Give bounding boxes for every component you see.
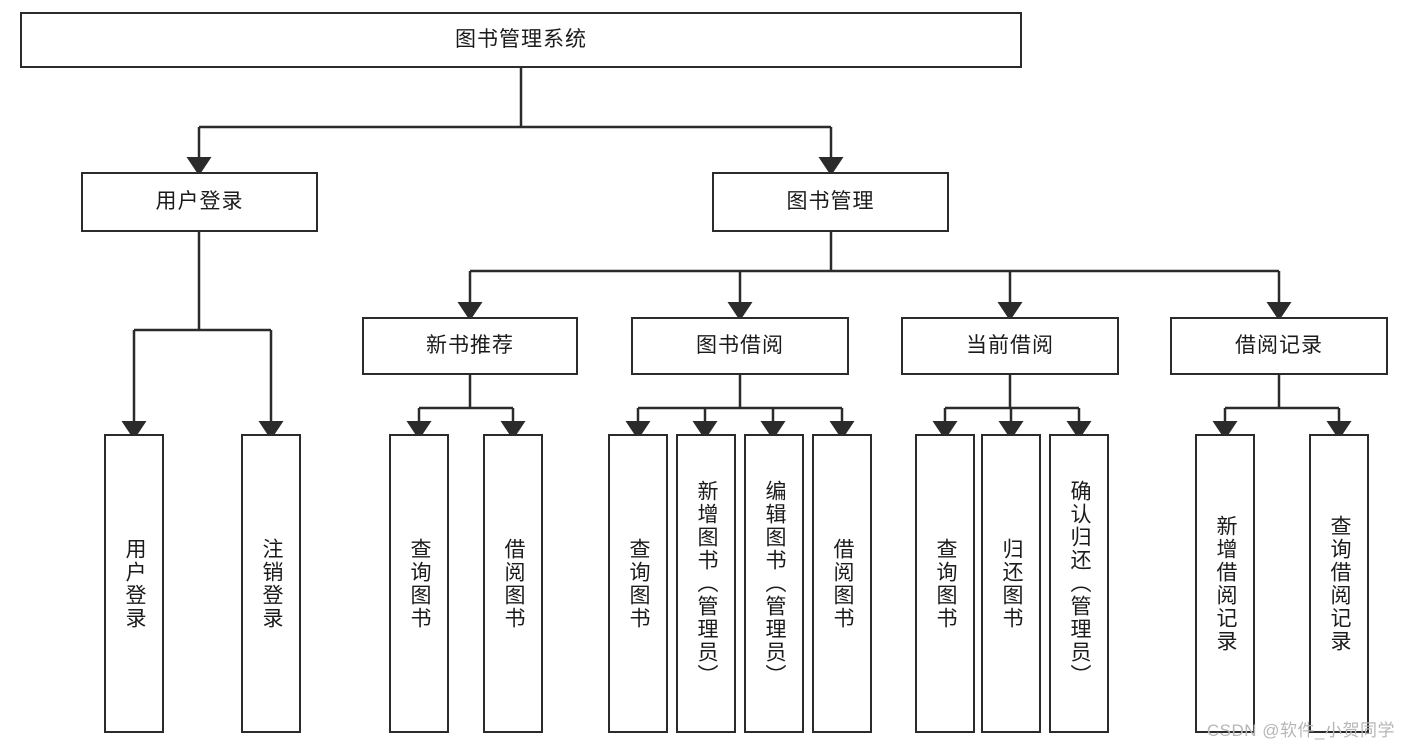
node-leaf-query-book-3[interactable]: 查询图书 xyxy=(915,434,975,733)
node-borrow-record[interactable]: 借阅记录 xyxy=(1170,317,1388,375)
node-current-borrow[interactable]: 当前借阅 xyxy=(901,317,1119,375)
node-root[interactable]: 图书管理系统 xyxy=(20,12,1022,68)
node-leaf-user-logout-label: 注销登录 xyxy=(260,537,284,630)
node-leaf-borrow-book-1-label: 借阅图书 xyxy=(502,537,526,630)
node-leaf-user-logout[interactable]: 注销登录 xyxy=(241,434,301,733)
node-leaf-return-book-label: 归还图书 xyxy=(1000,537,1024,630)
node-leaf-add-book[interactable]: 新增图书（管理员） xyxy=(676,434,736,733)
node-leaf-add-record-label: 新增借阅记录 xyxy=(1214,514,1238,653)
node-leaf-borrow-book-2-label: 借阅图书 xyxy=(831,537,855,630)
node-leaf-confirm-return[interactable]: 确认归还（管理员） xyxy=(1049,434,1109,733)
node-leaf-query-book-1-label: 查询图书 xyxy=(408,537,432,630)
node-leaf-query-book-3-label: 查询图书 xyxy=(934,537,958,630)
node-leaf-borrow-book-1[interactable]: 借阅图书 xyxy=(483,434,543,733)
node-leaf-return-book[interactable]: 归还图书 xyxy=(981,434,1041,733)
watermark: CSDN @软件_小贺同学 xyxy=(1206,721,1395,740)
node-current-borrow-label: 当前借阅 xyxy=(966,333,1054,357)
node-leaf-query-book-2[interactable]: 查询图书 xyxy=(608,434,668,733)
node-leaf-query-book-2-label: 查询图书 xyxy=(627,537,651,630)
node-leaf-borrow-book-2[interactable]: 借阅图书 xyxy=(812,434,872,733)
node-book-borrow-label: 图书借阅 xyxy=(696,333,784,357)
node-leaf-user-login[interactable]: 用户登录 xyxy=(104,434,164,733)
node-leaf-confirm-return-label: 确认归还（管理员） xyxy=(1068,480,1092,687)
node-leaf-edit-book[interactable]: 编辑图书（管理员） xyxy=(744,434,804,733)
node-leaf-user-login-label: 用户登录 xyxy=(123,537,147,630)
node-leaf-query-record[interactable]: 查询借阅记录 xyxy=(1309,434,1369,733)
node-leaf-query-record-label: 查询借阅记录 xyxy=(1328,514,1352,653)
node-leaf-add-book-label: 新增图书（管理员） xyxy=(695,480,719,687)
node-book-manage[interactable]: 图书管理 xyxy=(712,172,949,232)
node-new-book-recommend-label: 新书推荐 xyxy=(426,333,514,357)
node-book-borrow[interactable]: 图书借阅 xyxy=(631,317,849,375)
node-leaf-edit-book-label: 编辑图书（管理员） xyxy=(763,480,787,687)
node-root-label: 图书管理系统 xyxy=(455,27,587,51)
node-user-login-label: 用户登录 xyxy=(155,189,244,213)
node-book-manage-label: 图书管理 xyxy=(786,189,875,213)
node-user-login[interactable]: 用户登录 xyxy=(81,172,318,232)
node-leaf-add-record[interactable]: 新增借阅记录 xyxy=(1195,434,1255,733)
node-borrow-record-label: 借阅记录 xyxy=(1235,333,1323,357)
node-leaf-query-book-1[interactable]: 查询图书 xyxy=(389,434,449,733)
node-new-book-recommend[interactable]: 新书推荐 xyxy=(362,317,578,375)
